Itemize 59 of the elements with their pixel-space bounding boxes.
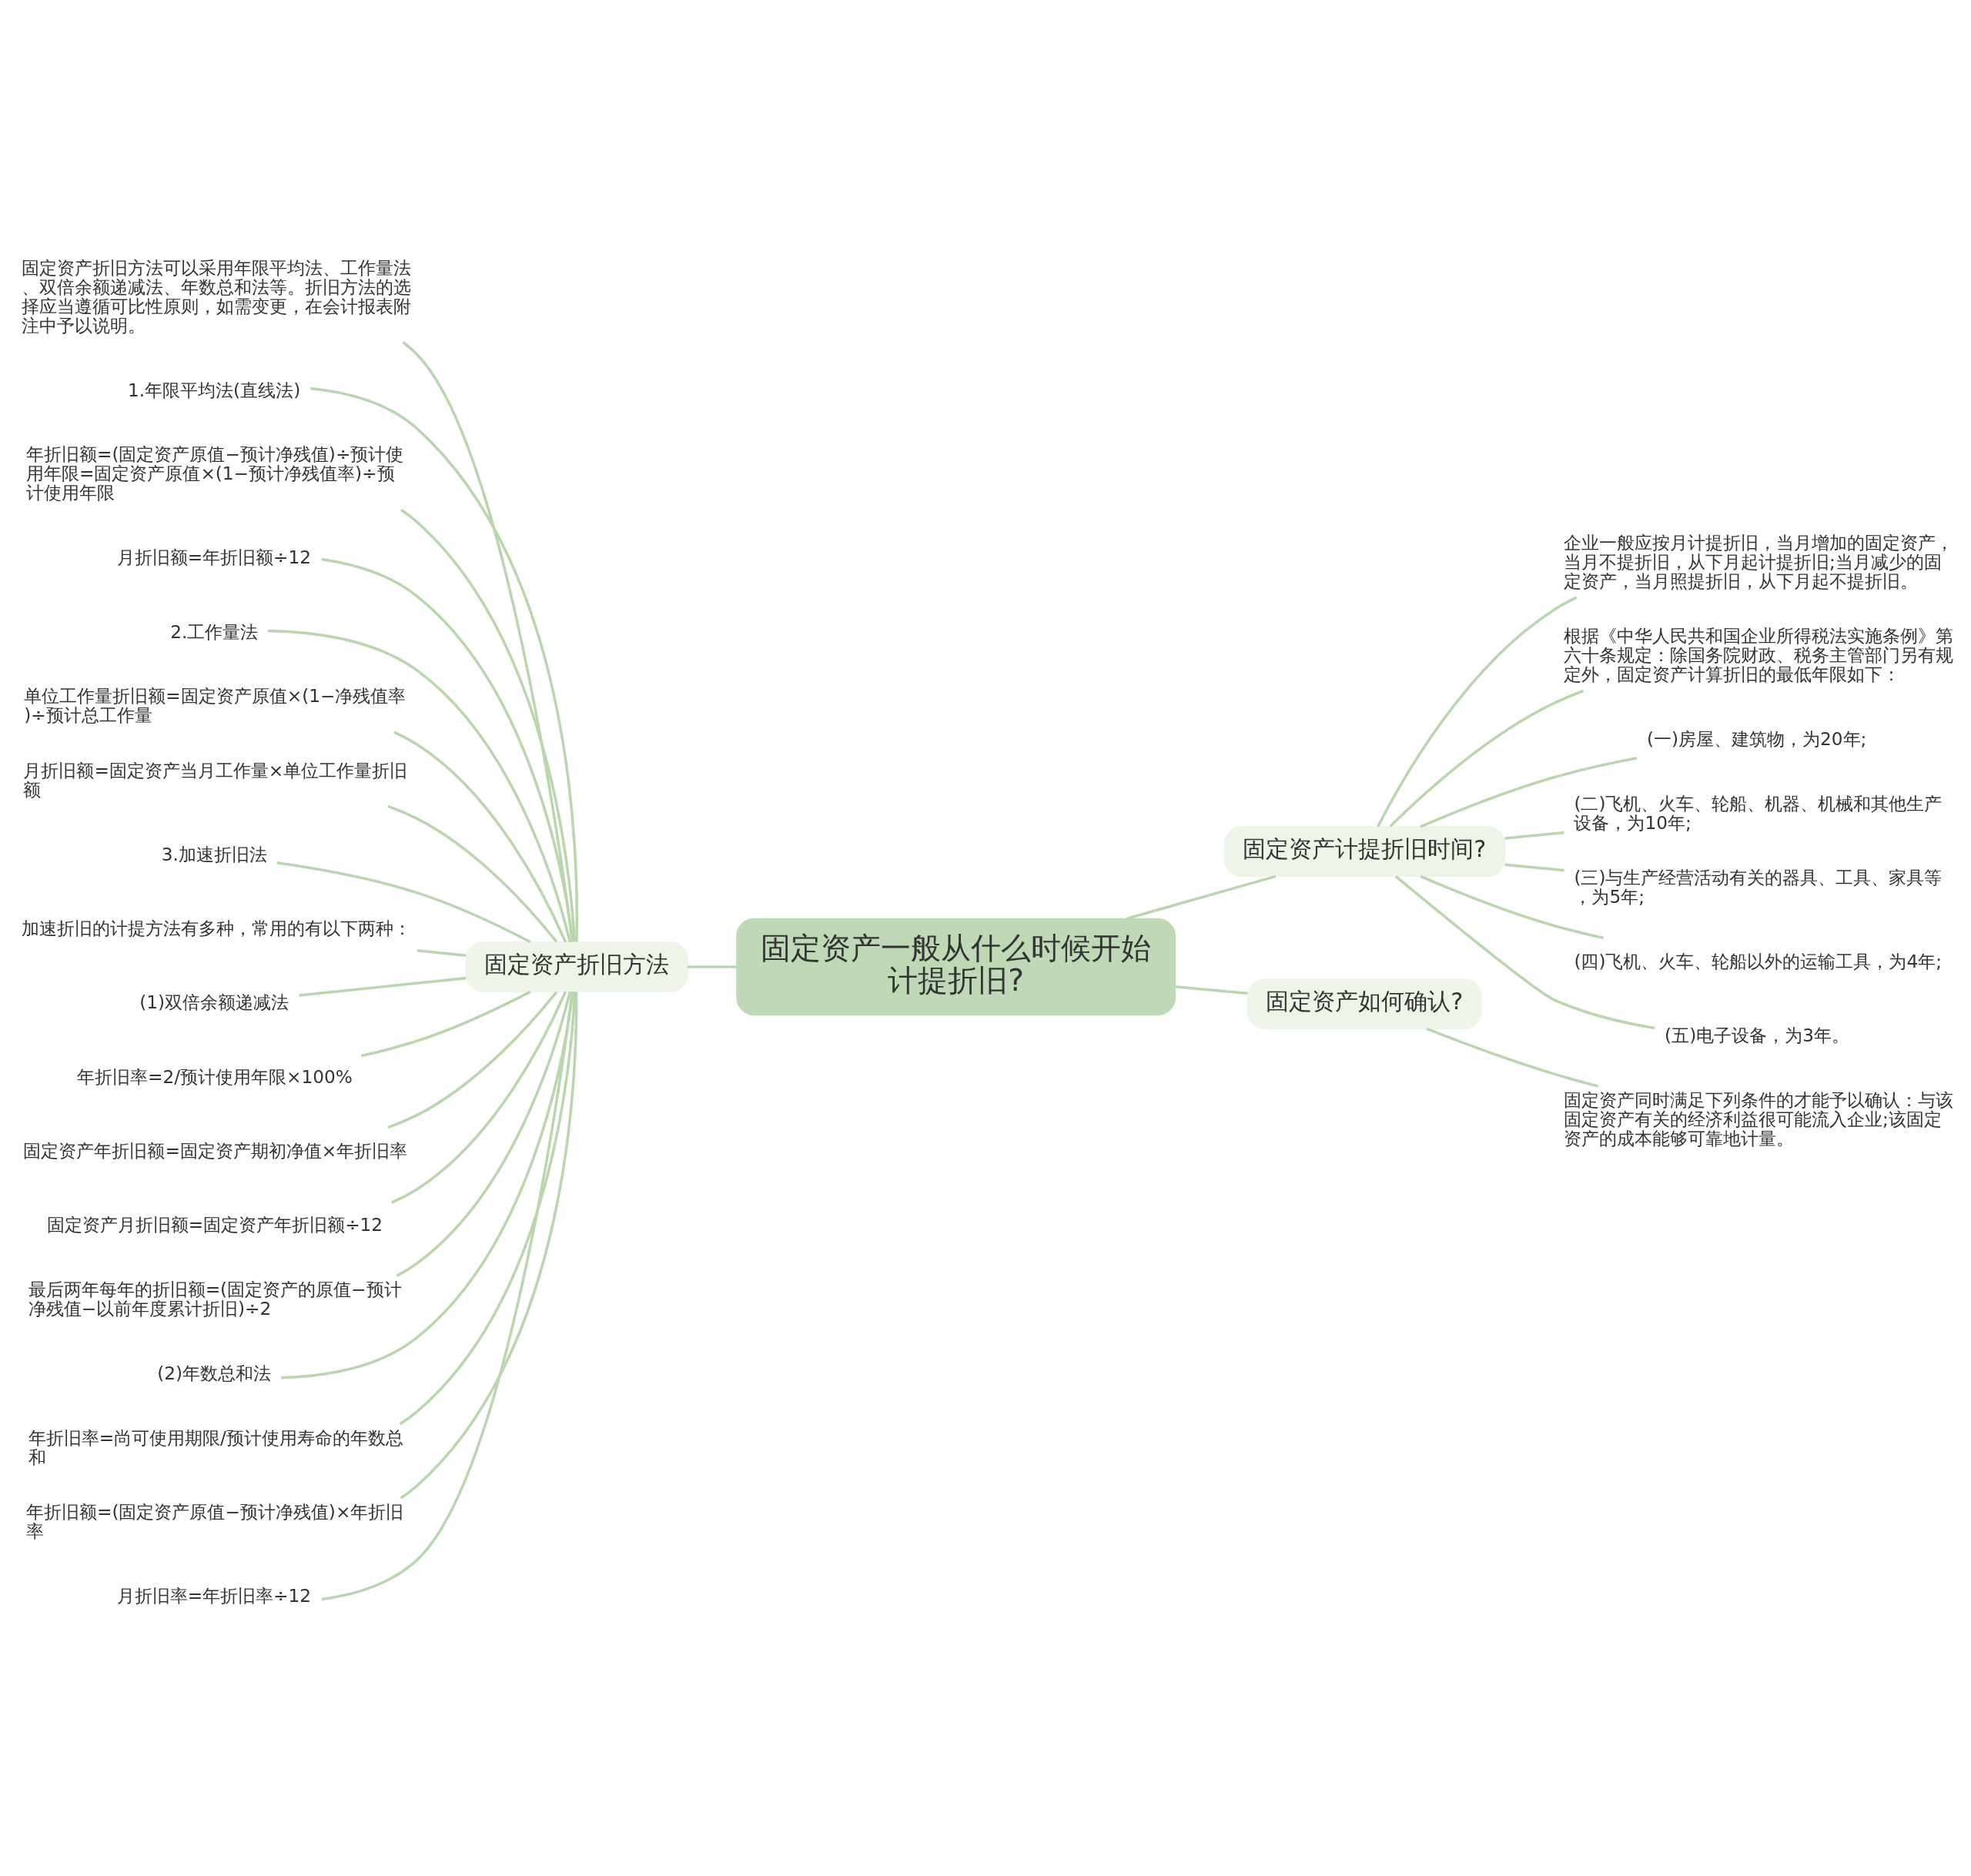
connector bbox=[310, 386, 578, 942]
node-text: 年折旧额=(固定资产原值−预计净残值)÷预计使用年限=固定资产原值×(1−预计净残值率)÷预计使用年限 bbox=[25, 443, 404, 503]
connector bbox=[1126, 874, 1277, 921]
connector bbox=[1420, 874, 1605, 940]
node-text: (四)飞机、火车、轮船以外的运输工具，为4年; bbox=[1574, 950, 1943, 971]
node-text: 固定资产月折旧额=固定资产年折旧额÷12 bbox=[46, 1214, 383, 1236]
node-text: 最后两年每年的折旧额=(固定资产的原值−预计净残值−以前年度累计折旧)÷2 bbox=[28, 1279, 402, 1319]
node-text: 固定资产折旧方法可以采用年限平均法、工作量法、双倍余额递减法、年数总和法等。折旧方法的选择应当遵循可比性原则，如需变更，在会计报表附注中予以说明。 bbox=[21, 256, 411, 336]
connector bbox=[299, 976, 467, 997]
connector bbox=[321, 992, 574, 1601]
node-box: 固定资产一般从什么时候开始计提折旧? bbox=[736, 918, 1176, 1016]
connector bbox=[1376, 596, 1578, 828]
node-text: (二)飞机、火车、轮船、机器、机械和其他生产设备，为10年; bbox=[1574, 792, 1943, 833]
connector bbox=[1389, 689, 1584, 828]
node-text: 年折旧率=2/预计使用年限×100% bbox=[76, 1065, 353, 1087]
node-box: 固定资产如何确认? bbox=[1247, 978, 1482, 1030]
connector bbox=[393, 731, 567, 943]
node-text: 单位工作量折旧额=固定资产原值×(1−净残值率)÷预计总工作量 bbox=[24, 685, 407, 726]
node-text: (一)房屋、建筑物，为20年; bbox=[1646, 727, 1867, 749]
connector bbox=[1420, 757, 1638, 828]
node-text: 3.加速折旧法 bbox=[161, 843, 267, 864]
node-box: 固定资产折旧方法 bbox=[465, 941, 688, 992]
node-text: 固定资产同时满足下列条件的才能予以确认：与该固定资产有关的经济利益很可能流入企业;该固定资产的成本能够可靠地计量。 bbox=[1564, 1088, 1954, 1149]
connector bbox=[400, 992, 578, 1500]
connector bbox=[387, 991, 558, 1129]
node-text: 年折旧额=(固定资产原值−预计净残值)×年折旧率 bbox=[25, 1501, 404, 1541]
connector bbox=[1504, 831, 1564, 840]
connector bbox=[1504, 863, 1564, 872]
connector bbox=[396, 991, 572, 1277]
connector bbox=[1175, 985, 1248, 995]
node-text: (2)年数总和法 bbox=[157, 1362, 272, 1383]
node-text: 固定资产年折旧额=固定资产期初净值×年折旧率 bbox=[23, 1139, 408, 1161]
connector bbox=[400, 508, 577, 942]
connector bbox=[321, 557, 574, 942]
node-text: 年折旧率=尚可使用期限/预计使用寿命的年数总和 bbox=[28, 1426, 403, 1467]
connector bbox=[688, 965, 737, 968]
node-text: 2.工作量法 bbox=[170, 620, 259, 642]
node-text: 月折旧额=固定资产当月工作量×单位工作量折旧额 bbox=[23, 759, 408, 800]
node-text: 月折旧额=年折旧额÷12 bbox=[116, 547, 312, 568]
connector bbox=[1394, 874, 1655, 1030]
node-text: (1)双倍余额递减法 bbox=[139, 992, 289, 1013]
connector bbox=[417, 949, 467, 958]
node-text: 根据《中华人民共和国企业所得税法实施条例》第六十条规定：除国务院财政、税务主管部门另有规定外，固定资产计算折旧的最低年限如下： bbox=[1564, 624, 1954, 684]
connector bbox=[387, 804, 558, 943]
connector bbox=[402, 341, 574, 942]
node-text: 企业一般应按月计提折旧，当月增加的固定资产，当月不提折旧，从下月起计提折旧;当月减少的固定资产，当月照提折旧，从下月起不提折旧。 bbox=[1564, 531, 1954, 591]
node-box: 固定资产计提折旧时间? bbox=[1223, 826, 1506, 878]
connector bbox=[399, 992, 577, 1426]
connector bbox=[1426, 1027, 1599, 1088]
connector bbox=[268, 629, 572, 943]
node-text: 加速折旧的计提方法有多种，常用的有以下两种： bbox=[21, 917, 411, 938]
node-text: (三)与生产经营活动有关的器具、工具、家具等，为5年; bbox=[1574, 866, 1943, 907]
connector bbox=[360, 990, 531, 1058]
node-text: (五)电子设备，为3年。 bbox=[1665, 1025, 1849, 1045]
node-text: 1.年限平均法(直线法) bbox=[127, 379, 301, 400]
connector bbox=[391, 991, 567, 1204]
node-text: 月折旧率=年折旧率÷12 bbox=[116, 1584, 312, 1606]
connector bbox=[276, 861, 531, 944]
connector bbox=[281, 992, 574, 1379]
